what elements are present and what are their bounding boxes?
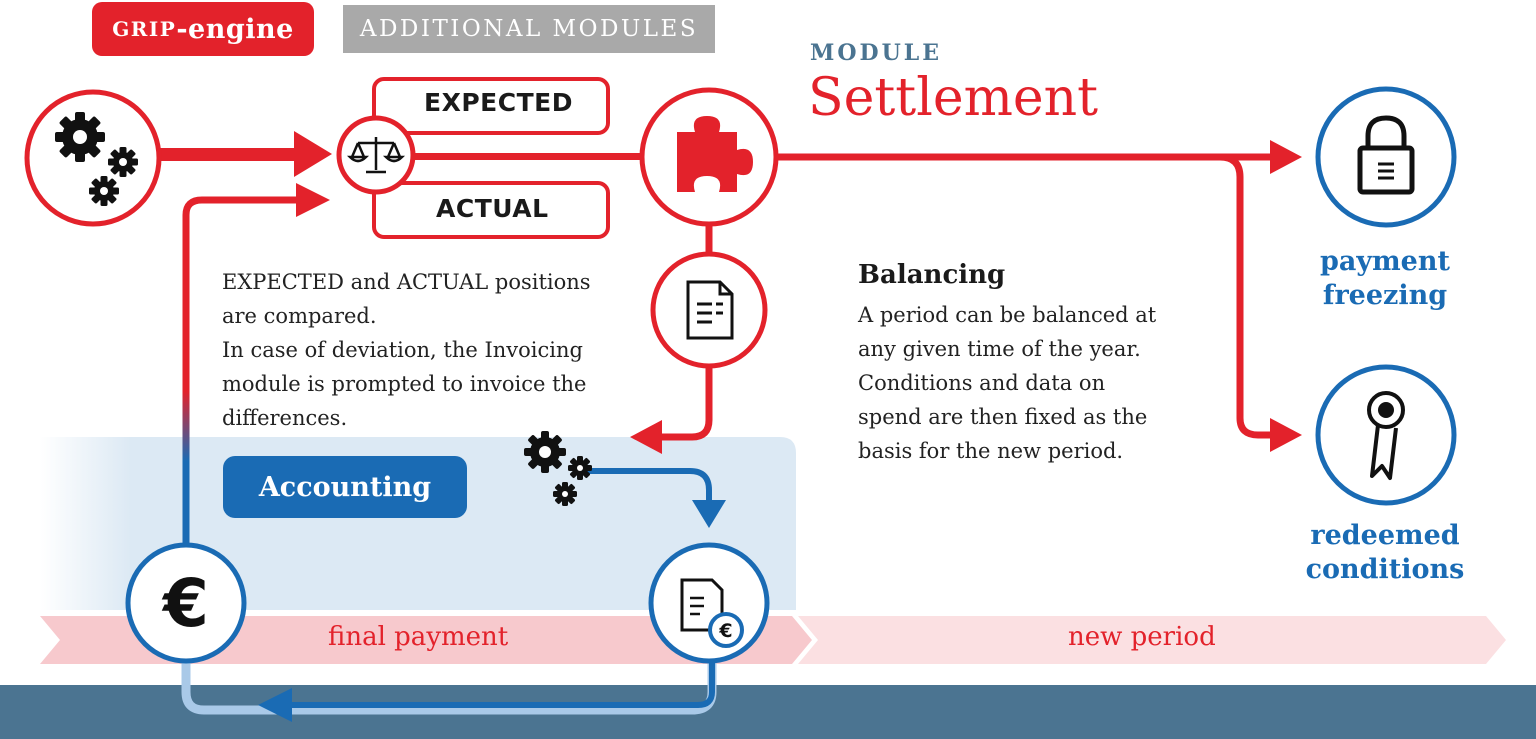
puzzle-piece-icon [677,116,753,192]
accounting-button[interactable]: Accounting [223,456,467,518]
grip-engine-suffix: -engine [176,13,294,45]
module-name: Settlement [808,68,1099,128]
balancing-description: A period can be balanced at any given ti… [858,298,1218,468]
balancing-line: A period can be balanced at [858,303,1157,327]
engine-circle [24,89,162,227]
balancing-title: Balancing [858,260,1006,290]
engine-arrow-shaft [160,148,300,161]
caption-line: redeemed [1310,520,1460,551]
compare-line: In case of deviation, the Invoicing [222,338,583,362]
engine-arrowhead [294,131,332,177]
padlock-arrowhead [1270,140,1302,174]
return-arrowhead [296,183,330,217]
balancing-line: any given time of the year. [858,337,1141,361]
euro-icon: € [163,564,209,642]
bottom-loop-arrowhead [258,688,292,722]
invoice-euro-icon: € [680,578,744,648]
gears-icon [55,112,138,206]
additional-modules-tab[interactable]: ADDITIONAL MODULES [343,5,715,53]
redeemed-conditions-caption: redeemed conditions [1290,519,1480,587]
document-icon [686,280,734,340]
gears-to-invoice-line [578,468,712,505]
compare-line: EXPECTED and ACTUAL positions [222,270,591,294]
compare-description: EXPECTED and ACTUAL positions are compar… [222,265,642,435]
balancing-line: spend are then fixed as the [858,405,1148,429]
ribbon-arrowhead [1270,418,1302,452]
actual-box [372,181,610,239]
document-to-accounting-line [660,365,713,441]
ribbon-award-icon [1367,391,1405,480]
compare-line: are compared. [222,304,377,328]
actual-label: ACTUAL [436,194,549,223]
module-label: MODULE [810,40,943,66]
final-payment-label: final payment [328,622,509,652]
bottom-loop-line [290,662,715,708]
expected-box [372,77,610,135]
invoice-circle [648,542,770,664]
expected-label: EXPECTED [424,88,573,117]
balancing-line: Conditions and data on [858,371,1106,395]
compare-line: module is prompted to invoice the [222,372,587,396]
grip-engine-prefix: GRIP [112,17,177,41]
new-period-label: new period [1068,622,1216,652]
euro-circle [125,542,247,664]
balancing-line: basis for the new period. [858,439,1124,463]
return-line [182,196,300,548]
document-circle [650,251,768,369]
invoice-euro-sign: € [718,620,732,642]
invoice-arrowhead [692,500,726,528]
ribbon-branch-line [1219,153,1278,439]
scales-icon [346,137,406,174]
caption-line: conditions [1305,554,1465,585]
compare-line: differences. [222,406,348,430]
caption-line: freezing [1322,280,1448,311]
accounting-gears-icon [524,431,592,506]
accounting-arrowhead [630,420,662,454]
scales-to-puzzle-line [412,153,644,160]
padlock-icon [1357,115,1415,195]
ribbon-circle [1315,364,1457,506]
payment-freezing-caption: payment freezing [1300,245,1470,313]
grip-engine-tab[interactable]: GRIP-engine [92,2,314,56]
timeline-new-period [798,616,1506,664]
caption-line: payment [1320,246,1450,277]
